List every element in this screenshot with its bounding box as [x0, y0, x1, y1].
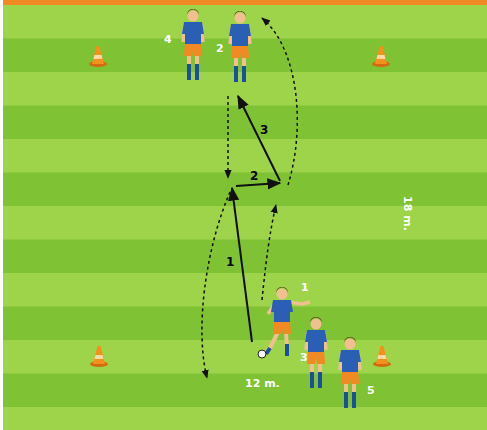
- pass-arrow: [236, 183, 280, 186]
- run-arrow: [262, 18, 297, 185]
- run-arrow: [227, 96, 229, 178]
- grass-stripe: [3, 206, 487, 240]
- grass-stripe: [3, 139, 487, 173]
- player: [339, 337, 361, 408]
- player: [266, 287, 310, 356]
- grass-stripe: [3, 340, 487, 374]
- player-number: 2: [216, 43, 224, 54]
- players: [182, 9, 361, 408]
- cones: [89, 46, 391, 367]
- movement-arrows: [202, 18, 297, 378]
- dimension-label: 18 m.: [402, 196, 413, 231]
- pass-arrow: [232, 188, 252, 342]
- ball: [258, 350, 266, 358]
- player-number: 4: [164, 34, 172, 45]
- cone: [373, 346, 391, 367]
- cone: [89, 46, 107, 67]
- cone: [90, 346, 108, 367]
- run-arrow: [262, 205, 276, 300]
- pass-arrow: [238, 96, 280, 181]
- dimension-label: 12 m.: [245, 378, 280, 389]
- grass-stripe: [3, 240, 487, 274]
- pass-number: 3: [260, 124, 268, 136]
- player: [182, 9, 204, 80]
- grass-stripe: [3, 173, 487, 207]
- player: [305, 317, 327, 388]
- grass-stripe: [3, 407, 487, 430]
- player: [229, 11, 251, 82]
- player-number: 1: [301, 282, 309, 293]
- pass-number: 2: [250, 170, 258, 182]
- grass-stripe: [3, 374, 487, 408]
- pitch-edge: [0, 0, 3, 430]
- grass-stripes: [3, 5, 487, 430]
- pitch-border: [0, 0, 487, 5]
- player-number: 5: [367, 385, 375, 396]
- player-number: 3: [300, 352, 308, 363]
- run-arrow: [202, 192, 230, 378]
- pass-number: 1: [226, 256, 234, 268]
- cone: [372, 46, 390, 67]
- grass-stripe: [3, 307, 487, 341]
